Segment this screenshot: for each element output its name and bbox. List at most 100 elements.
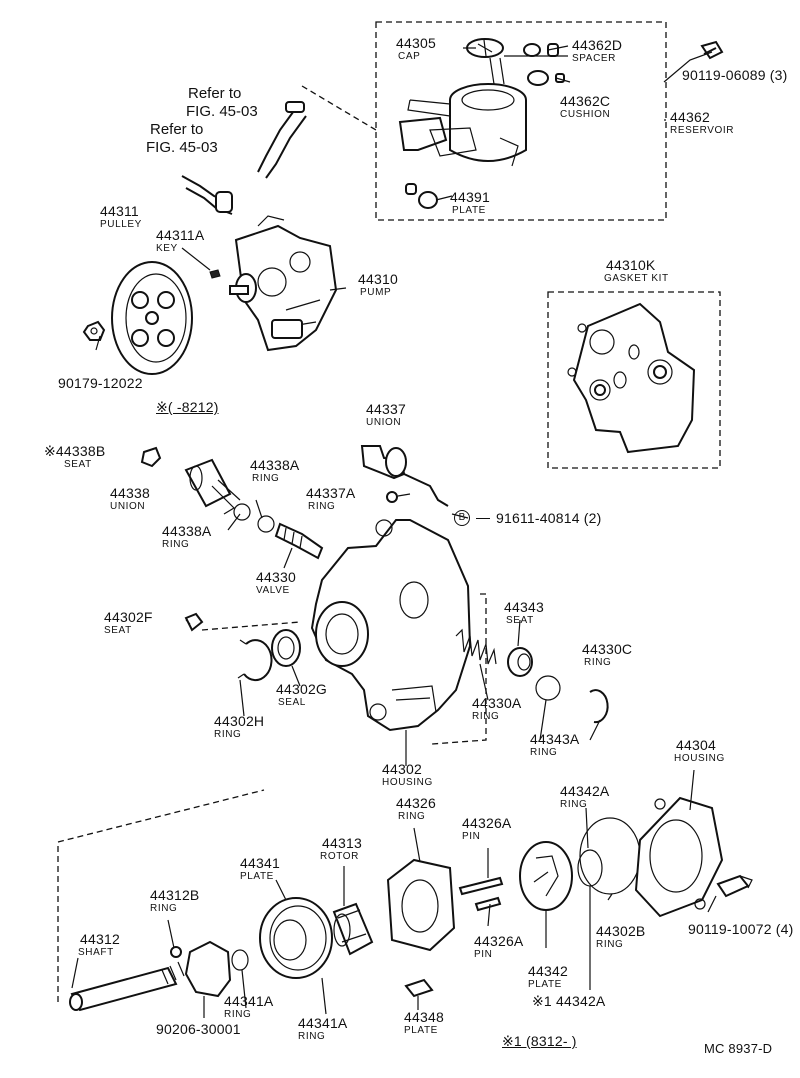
part-name: SEAL — [278, 697, 306, 708]
part-number: 90119-10072 (4) — [688, 921, 794, 937]
cam-ring-44326 — [386, 858, 456, 952]
ring-44343A — [535, 675, 561, 701]
part-number: 44326A — [462, 815, 512, 831]
part-number: 44343A — [530, 731, 580, 747]
part-name: SEAT — [64, 459, 92, 470]
part-name: RING — [472, 711, 500, 722]
ring-44302H — [237, 639, 273, 682]
ring-44341A — [231, 949, 249, 971]
ring-44330C — [589, 689, 609, 724]
part-number: 44302 — [382, 761, 422, 777]
part-number: 44341 — [240, 855, 280, 871]
part-name: PIN — [474, 949, 493, 960]
ring-44312B — [170, 946, 182, 958]
ring-44338A-lower — [233, 503, 251, 521]
seat-44302F — [184, 612, 204, 632]
seat-44343 — [507, 647, 533, 677]
part-name: RING — [308, 501, 336, 512]
part-number: 44342 — [528, 963, 568, 979]
part-number: 44302G — [276, 681, 328, 697]
part-name: KEY — [156, 243, 178, 254]
leader-44391 — [435, 195, 453, 201]
range-note-1: ※( -8212) — [156, 399, 219, 415]
seat-44338B — [140, 446, 162, 468]
ring-44338A-upper — [257, 515, 275, 533]
gasket-90206-30001 — [184, 940, 232, 998]
hose-reference-dash — [301, 85, 377, 131]
valve-leaders — [227, 493, 469, 569]
part-name: SHAFT — [78, 947, 114, 958]
part-name: RING — [162, 539, 190, 550]
part-name: PUMP — [360, 287, 392, 298]
part-number: 44338A — [162, 523, 212, 539]
part-number: 44391 — [450, 189, 490, 205]
part-number: 44348 — [404, 1009, 444, 1025]
part-name: ROTOR — [320, 851, 359, 862]
part-number: 90179-12022 — [58, 375, 143, 391]
reference-label-2a: Refer to — [150, 121, 204, 138]
part-name: PLATE — [240, 871, 274, 882]
shaft-44312 — [69, 961, 185, 1012]
part-name: GASKET KIT — [604, 273, 669, 284]
part-number: 44312 — [80, 931, 120, 947]
nut-90179-12022 — [82, 320, 106, 341]
part-number: 44343 — [504, 599, 544, 615]
gasket-kit-boundary — [547, 291, 721, 469]
part-name: SEAT — [506, 615, 534, 626]
reference-label-1a: Refer to — [188, 85, 242, 102]
reservoir-tank — [398, 83, 527, 167]
spring-44330A — [455, 628, 497, 665]
part-number: 44311A — [156, 227, 205, 243]
part-number: 44338 — [110, 485, 150, 501]
part-name: CAP — [398, 51, 421, 62]
part-name: CUSHION — [560, 109, 611, 120]
part-number: 44330A — [472, 695, 522, 711]
part-number: 44305 — [396, 35, 436, 51]
part-number: 44310K — [606, 257, 656, 273]
part-number: 44312B — [150, 887, 200, 903]
part-number: 44330 — [256, 569, 296, 585]
spacer-44362D — [523, 43, 559, 57]
reservoir-cap — [466, 38, 505, 85]
housing-44302 — [310, 519, 472, 732]
pump-44310 — [229, 215, 338, 352]
ring-44302B — [579, 817, 641, 895]
lower-group-dash — [57, 789, 265, 1002]
part-name: SPACER — [572, 53, 616, 64]
reservoir-leaders — [463, 45, 713, 121]
reference-label-1b: FIG. 45-03 — [186, 103, 258, 120]
bolt-90119-10072 — [716, 874, 753, 898]
seal-44302G — [271, 629, 301, 667]
plate-44391-grommet — [405, 183, 438, 209]
part-number: 44326 — [396, 795, 436, 811]
part-number: 44310 — [358, 271, 398, 287]
plate-44341 — [259, 897, 333, 979]
part-number: 44341A — [298, 1015, 348, 1031]
part-name: RING — [224, 1009, 252, 1020]
part-name: RING — [150, 903, 178, 914]
part-number: 44337 — [366, 401, 406, 417]
reference-label-2b: FIG. 45-03 — [146, 139, 218, 156]
part-name: RING — [252, 473, 280, 484]
ring-44337A — [386, 491, 398, 503]
hose-upper — [257, 101, 307, 179]
key-44311A — [209, 269, 221, 279]
bolt-callout: B 91611-40814 (2) — [454, 510, 601, 526]
part-name: VALVE — [256, 585, 290, 596]
cushion-44362C — [527, 70, 565, 86]
part-name: HOUSING — [382, 777, 433, 788]
part-number: 44304 — [676, 737, 716, 753]
pins-44326A — [458, 876, 504, 912]
part-name: RING — [214, 729, 242, 740]
part-number: 44302F — [104, 609, 153, 625]
gasket-kit-44310K — [567, 302, 696, 454]
lower-leaders — [71, 769, 717, 1018]
part-number: 44342A — [560, 783, 610, 799]
range-note-2: ※1 (8312- ) — [502, 1033, 577, 1049]
pump-leaders — [95, 247, 347, 351]
part-number: 44341A — [224, 993, 274, 1009]
part-name: RING — [398, 811, 426, 822]
part-name: PIN — [462, 831, 481, 842]
